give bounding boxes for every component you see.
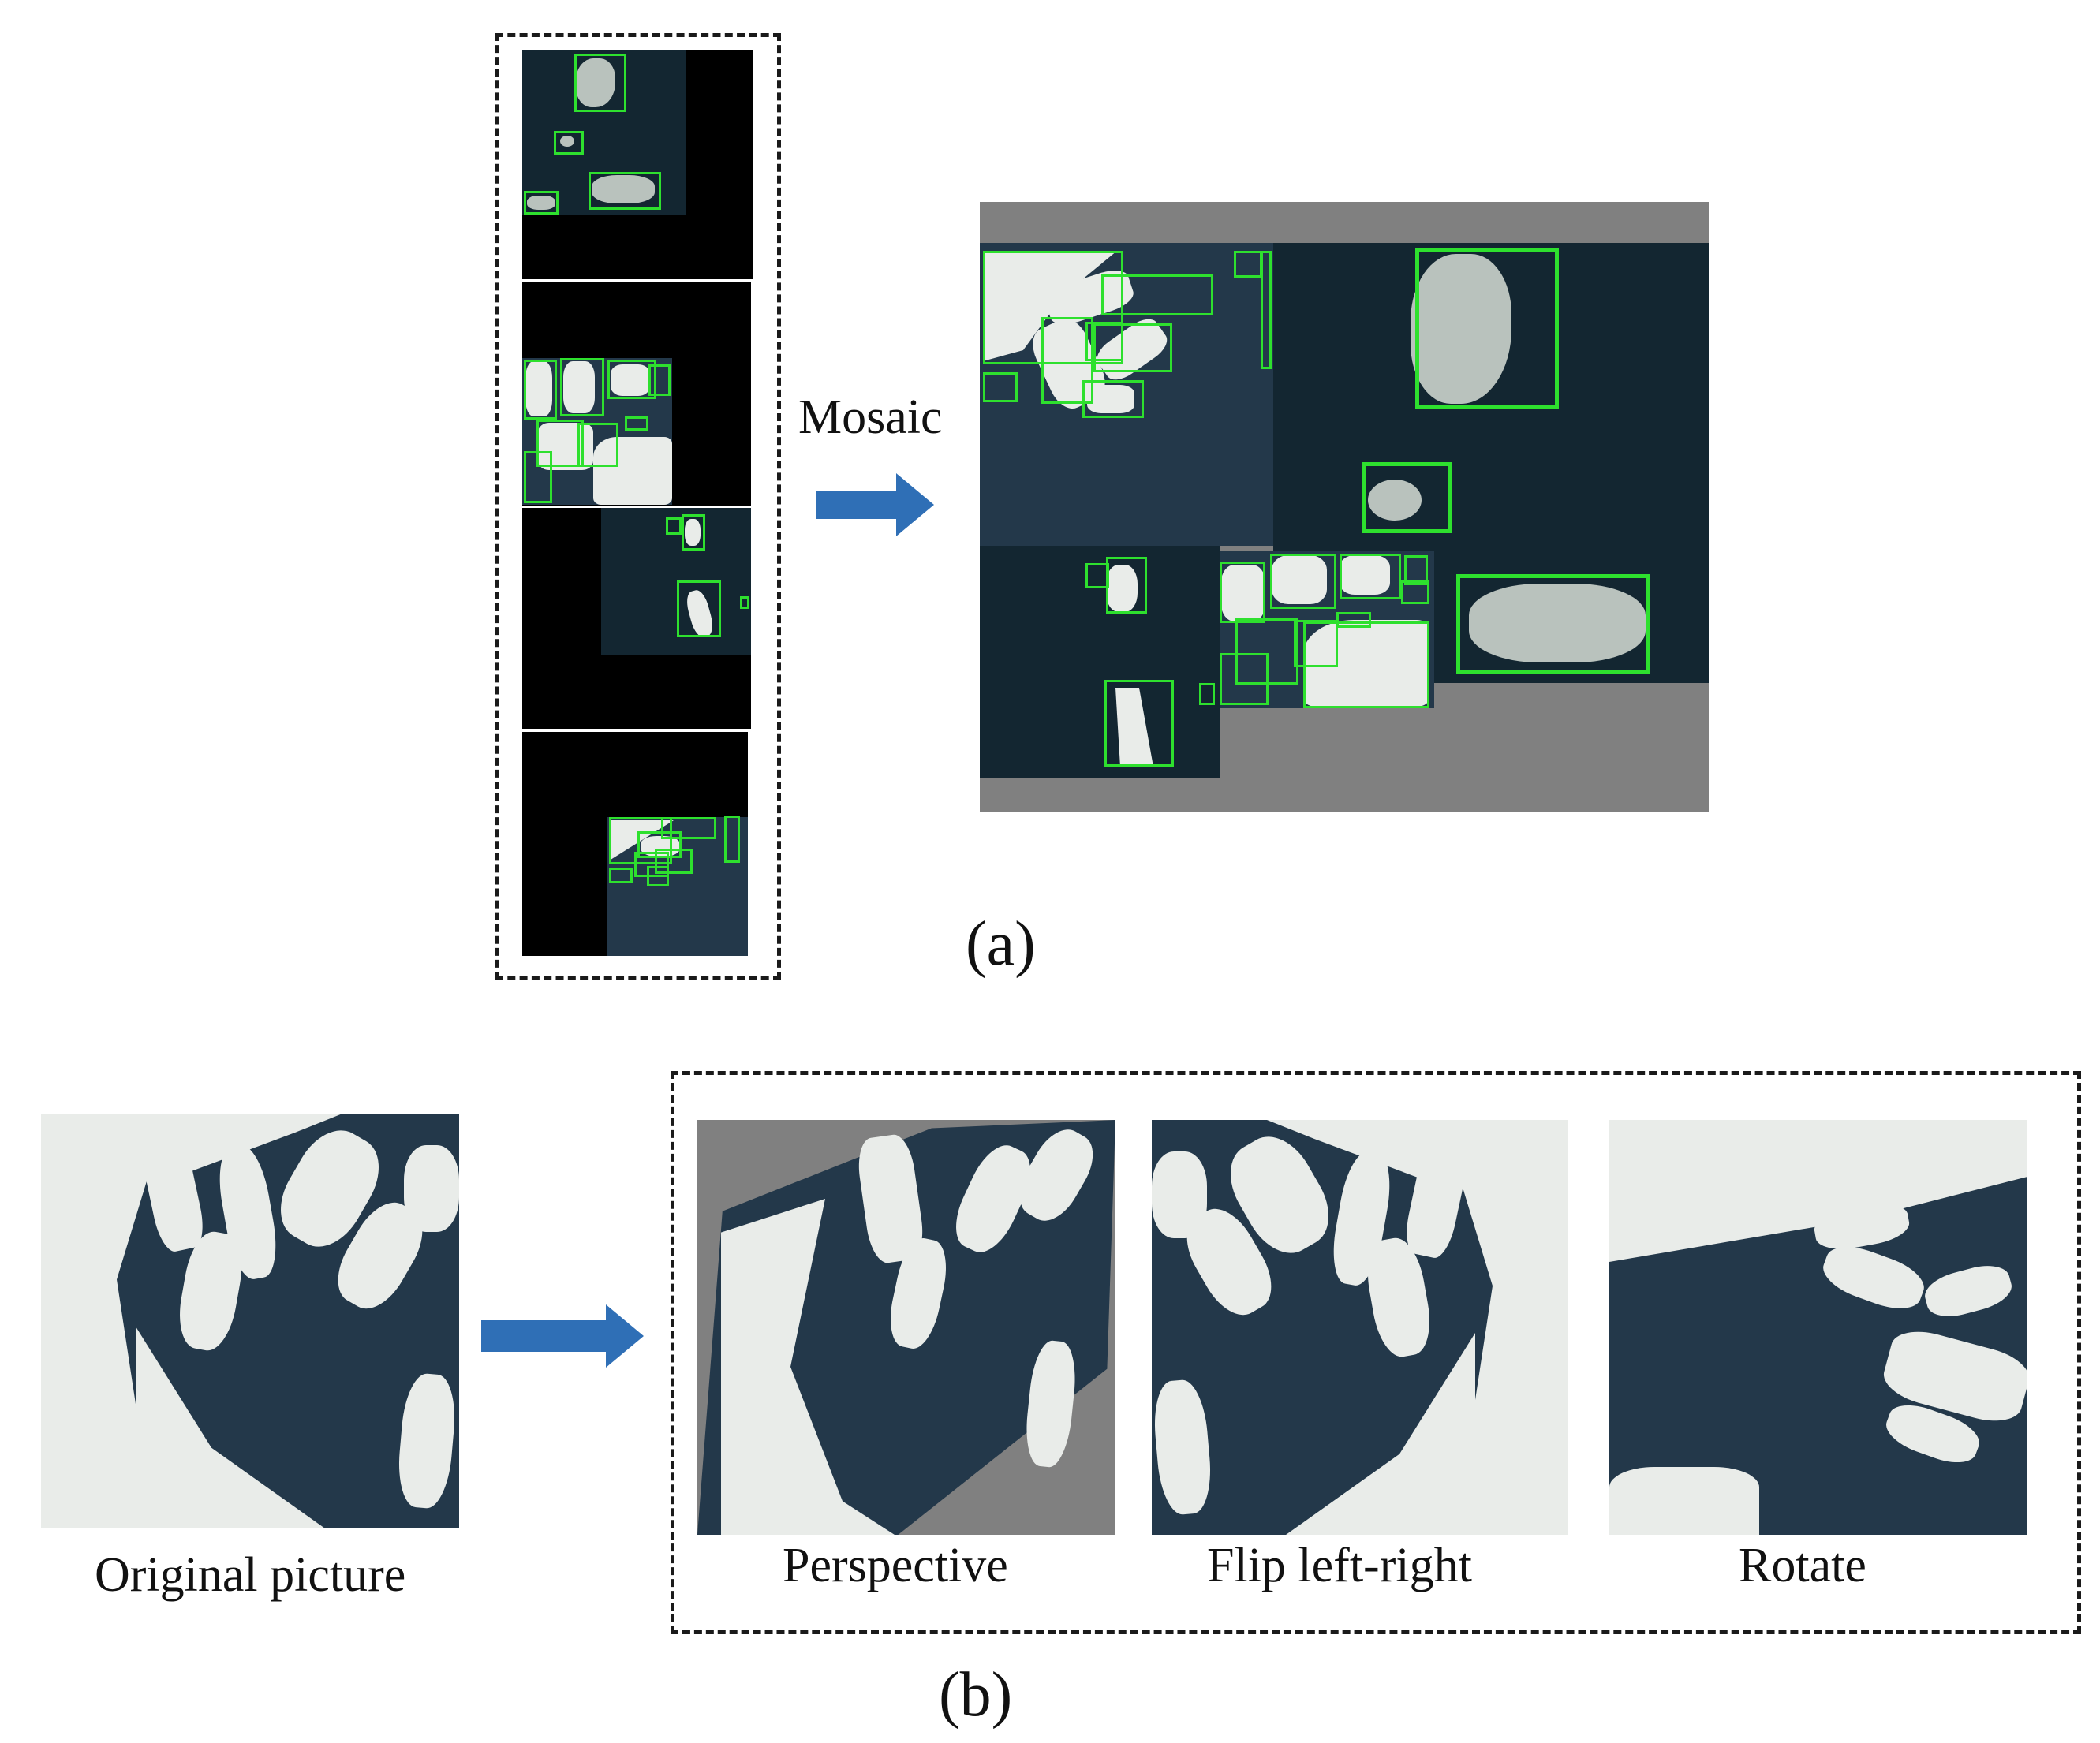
perspective-image <box>697 1120 1115 1535</box>
right-arrow-icon <box>816 473 936 536</box>
flip-left-right-label: Flip left-right <box>1207 1539 1472 1592</box>
caption-a: (a) <box>966 909 1036 979</box>
right-arrow-icon <box>481 1304 645 1368</box>
perspective-label: Perspective <box>783 1539 1008 1592</box>
caption-b: (b) <box>939 1660 1013 1730</box>
rotate-image <box>1609 1120 2027 1535</box>
original-picture-label: Original picture <box>95 1548 406 1602</box>
rotate-label: Rotate <box>1739 1539 1866 1592</box>
input-tile-1 <box>522 50 753 279</box>
input-tile-4 <box>522 732 748 956</box>
augmentations-box <box>671 1071 2081 1634</box>
input-tile-3 <box>522 508 751 729</box>
mosaic-label: Mosaic <box>798 390 943 444</box>
input-tiles-box <box>495 33 781 980</box>
input-tile-2 <box>522 282 751 506</box>
original-picture <box>41 1114 459 1528</box>
mosaic-output <box>980 202 1709 812</box>
flip-left-right-image <box>1152 1120 1568 1535</box>
